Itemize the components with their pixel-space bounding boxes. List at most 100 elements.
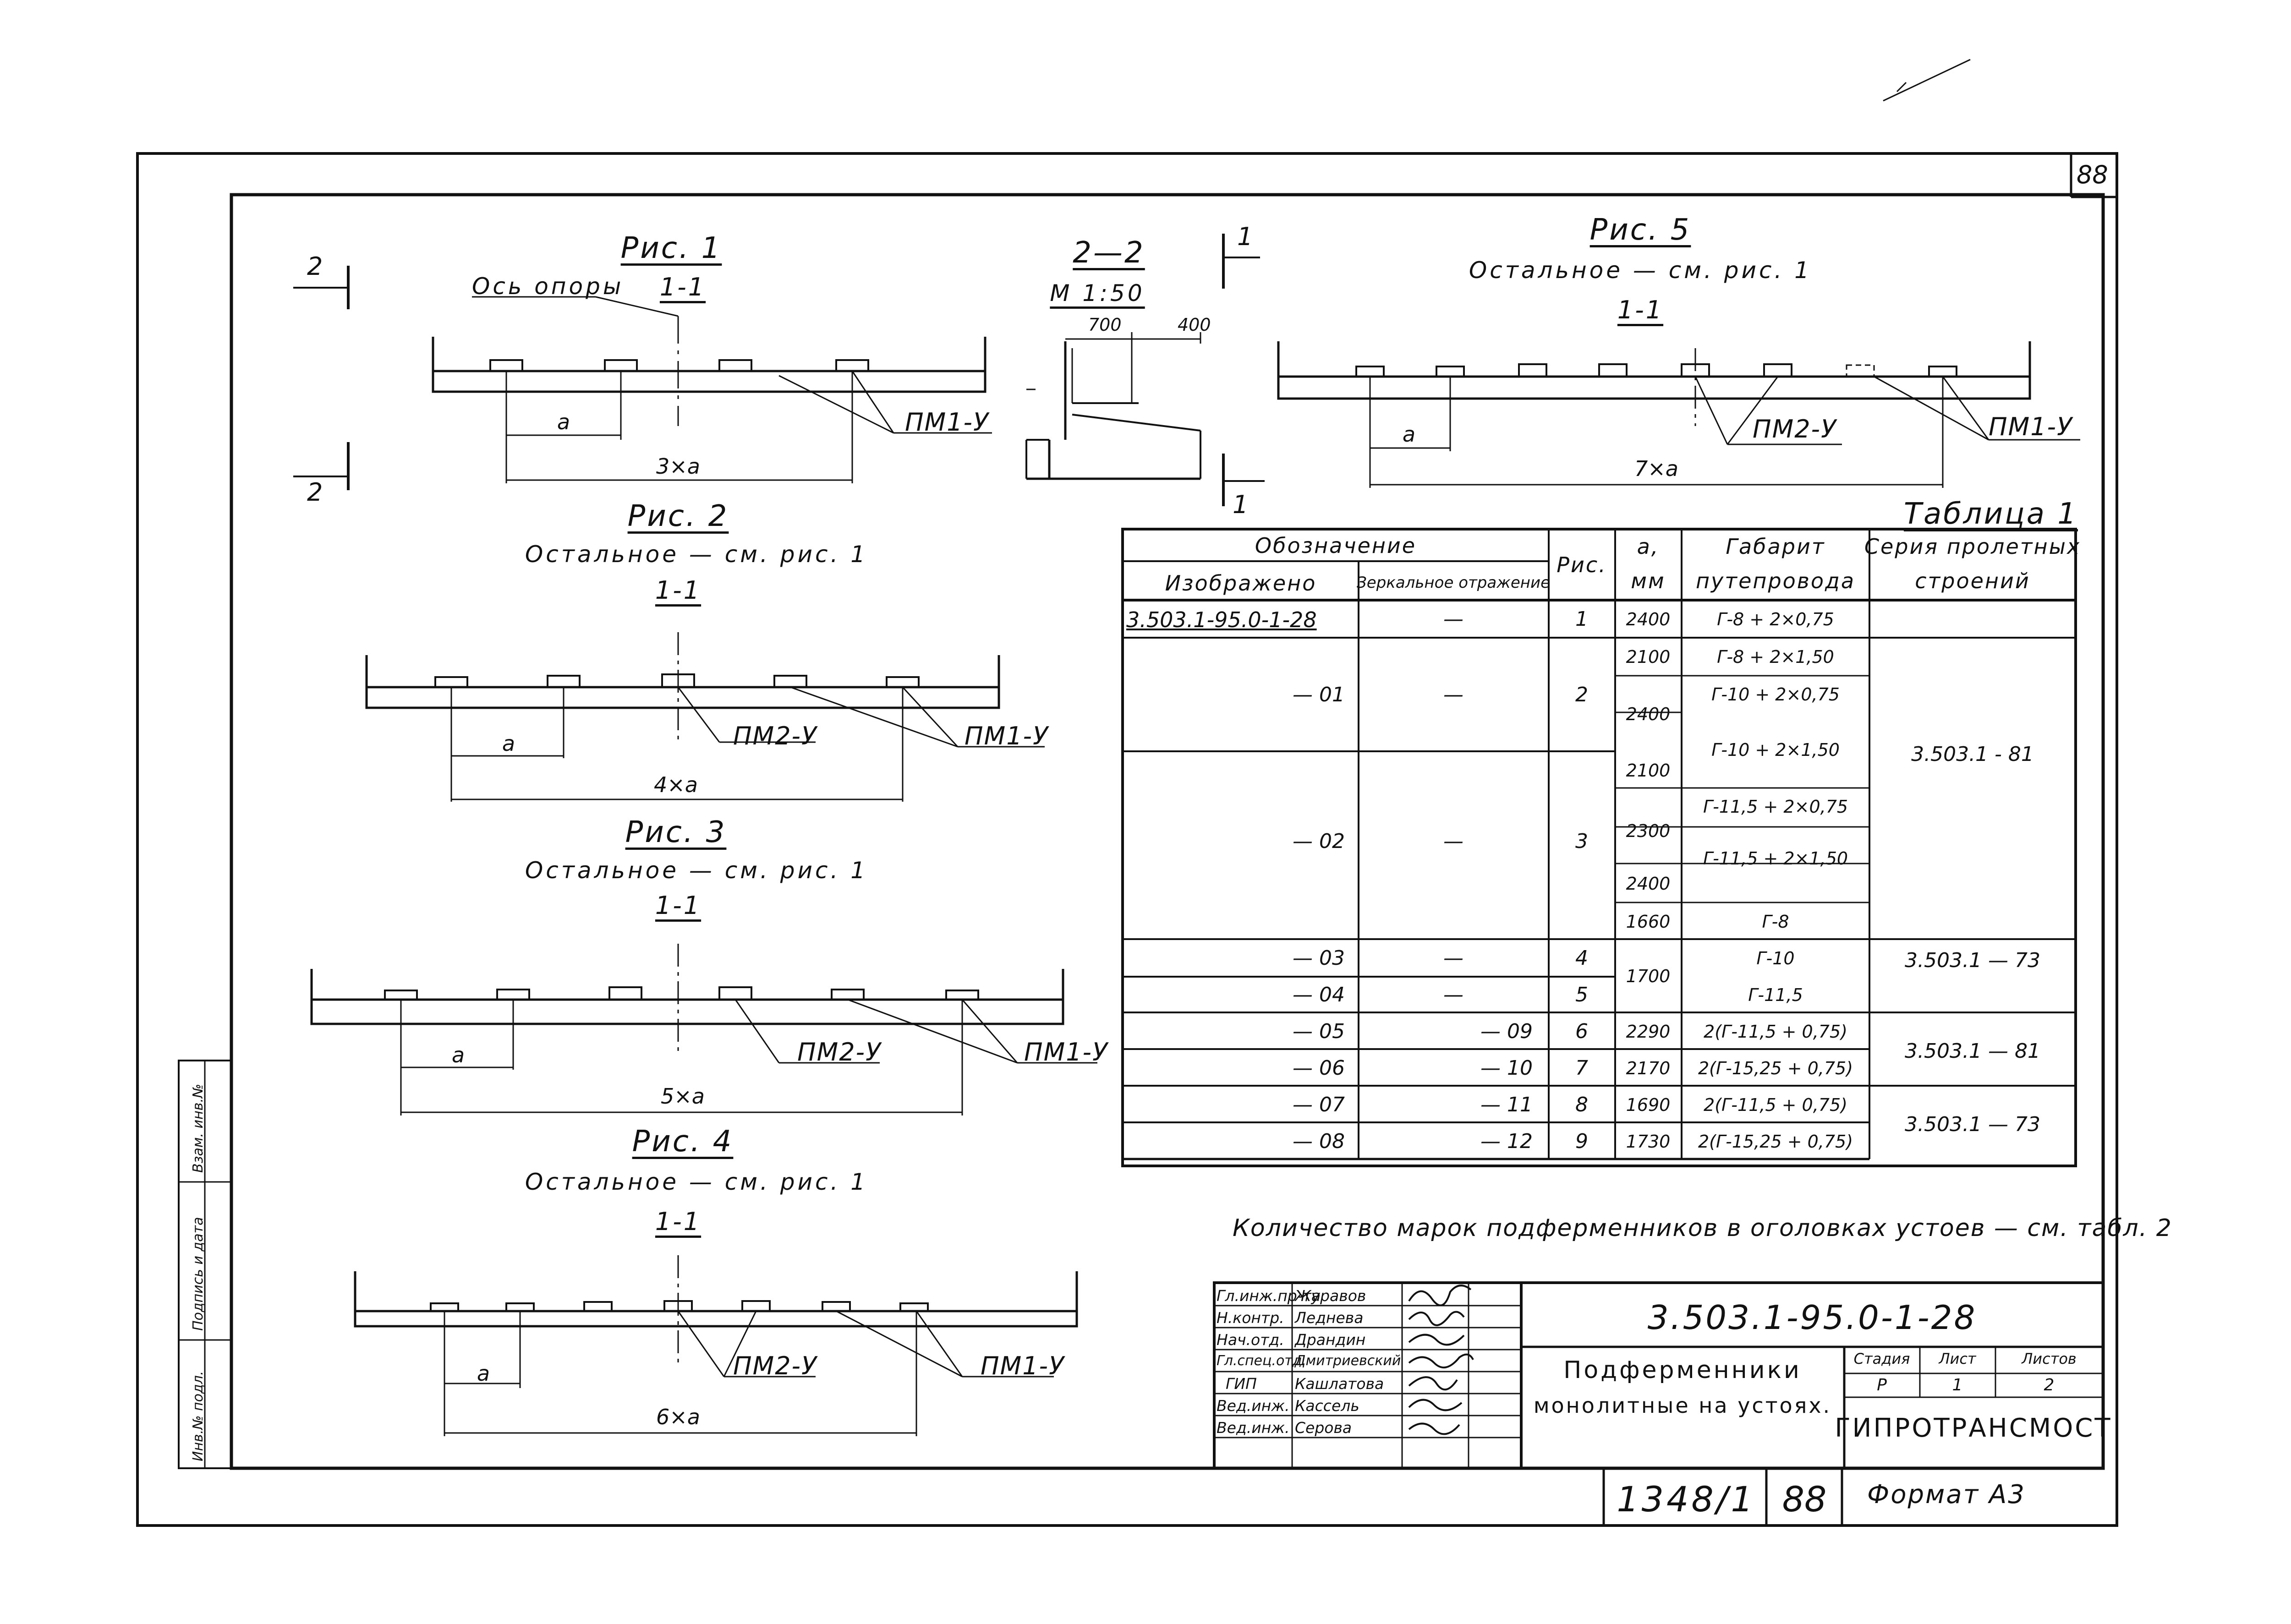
table-cell: 2(Г-11,5 + 0,75) [1704, 1022, 1847, 1042]
table-cell: 3 [1575, 830, 1588, 853]
table-cell: — 03 [1293, 946, 1345, 970]
cut-mark-1-top: 1 [1237, 222, 1254, 251]
page-number: 88 [2077, 160, 2108, 189]
fig5-dim-a: a [1402, 422, 1416, 447]
table-cell: — 12 [1480, 1130, 1533, 1153]
table-cell: 2300 [1626, 821, 1671, 841]
table-cell: 1660 [1626, 912, 1671, 932]
table-cell: — 10 [1480, 1056, 1533, 1080]
table-cell: 6 [1575, 1020, 1588, 1043]
th-series-1: Серия пролетных [1864, 534, 2081, 559]
fig1-section: 1-1 [659, 273, 706, 301]
table-cell: Г-8 + 2×0,75 [1717, 609, 1834, 629]
table-cell: Г-10 [1756, 948, 1795, 968]
table-cell: Г-11,5 + 2×0,75 [1703, 797, 1848, 817]
table-cell: — [1443, 683, 1463, 706]
table-cell: 2290 [1626, 1022, 1671, 1042]
th-a: a, [1637, 534, 1660, 559]
tb-role: ГИП [1226, 1375, 1257, 1393]
table-cell: — 06 [1293, 1056, 1345, 1080]
table-cell: — 09 [1480, 1020, 1533, 1043]
fig1-label-pm1: ПМ1-У [905, 408, 989, 437]
fig3-note: Остальное — см. рис. 1 [525, 857, 868, 884]
table-cell: 1700 [1626, 966, 1671, 986]
th-series-2: строений [1915, 569, 2030, 593]
tb-role: Гл.инж.пр-та [1217, 1287, 1321, 1305]
table-cell: 2100 [1626, 760, 1671, 781]
table-cell: 2(Г-15,25 + 0,75) [1698, 1132, 1853, 1152]
fig4-dim-total: 6×a [656, 1405, 700, 1429]
fig1-title: Рис. 1 [620, 231, 722, 265]
table-cell: — 02 [1293, 830, 1345, 853]
fig2-dim-a: a [502, 731, 515, 756]
table-cell: 3.503.1 — 73 [1905, 1113, 2040, 1136]
tb-role: Н.контр. [1217, 1309, 1284, 1327]
cut-mark-2-bottom: 2 [307, 478, 324, 507]
table-cell: 2400 [1626, 609, 1671, 629]
table-cell: 1 [1575, 607, 1588, 631]
fig5-label-pm2: ПМ2-У [1753, 415, 1837, 443]
table-cell: 2(Г-15,25 + 0,75) [1698, 1058, 1853, 1078]
table-cell: 2170 [1626, 1058, 1671, 1078]
th-gabarit-1: Габарит [1726, 534, 1825, 559]
format-label: Формат А3 [1867, 1480, 2026, 1509]
table-cell: 2400 [1626, 874, 1671, 894]
tb-name: Журавов [1295, 1287, 1366, 1305]
table-cell: 3.503.1 - 81 [1911, 743, 2034, 766]
tb-title-1: Подферменники [1563, 1356, 1802, 1384]
fig2-label-pm1: ПМ1-У [965, 722, 1049, 750]
tb-name: Дмитриевский [1295, 1353, 1401, 1369]
table-cell: — 08 [1293, 1130, 1345, 1153]
cut-mark-2-top: 2 [307, 252, 324, 281]
fig4-section: 1-1 [655, 1207, 702, 1236]
tb-stage: Р [1877, 1376, 1887, 1394]
table-cell: Г-11,5 [1748, 985, 1803, 1005]
table-cell: Г-11,5 + 2×1,50 [1703, 848, 1848, 869]
fig4-label-pm2: ПМ2-У [733, 1351, 817, 1380]
side-stamp-inventory: Инв.№ подл. [190, 1371, 206, 1461]
side-stamp-replaced: Взам. инв.№ [190, 1083, 206, 1173]
tb-sheets-label: Листов [2022, 1350, 2077, 1367]
section22-scale: М 1:50 [1050, 280, 1145, 306]
fig3-label-pm2: ПМ2-У [797, 1038, 882, 1066]
table-cell: — 04 [1293, 983, 1345, 1006]
fig3-section: 1-1 [655, 891, 702, 920]
tb-role: Гл.спец.отд. [1217, 1353, 1307, 1369]
table-cell: — [1443, 983, 1463, 1006]
table-cell: — 05 [1293, 1020, 1345, 1043]
fig5-dim-total: 7×a [1634, 456, 1678, 481]
tb-sheet: 1 [1952, 1376, 1963, 1394]
fig2-note: Остальное — см. рис. 1 [525, 541, 868, 568]
tb-role: Нач.отд. [1217, 1331, 1284, 1349]
fig5-label-pm1: ПМ1-У [1989, 412, 2073, 441]
fig1-dim-total: 3×a [656, 454, 700, 479]
table-cell: 1730 [1626, 1132, 1671, 1152]
tb-name: Леднева [1295, 1309, 1364, 1327]
table-cell: 7 [1575, 1056, 1588, 1080]
fig4-dim-a: a [477, 1361, 490, 1386]
fig3-dim-a: a [451, 1043, 465, 1067]
fig2-section: 1-1 [655, 576, 702, 605]
table-cell: — 11 [1480, 1093, 1533, 1116]
table-cell: Г-10 + 2×0,75 [1711, 684, 1840, 705]
fig5-section: 1-1 [1617, 295, 1664, 324]
fig4-note: Остальное — см. рис. 1 [525, 1169, 868, 1195]
tb-name: Кассель [1295, 1397, 1359, 1415]
table-cell: 9 [1575, 1130, 1588, 1153]
sheet-number: 88 [1782, 1479, 1827, 1520]
table-cell: 8 [1575, 1093, 1588, 1116]
note-text: Количество марок подферменников в оголов… [1233, 1214, 2172, 1242]
fig3-label-pm1: ПМ1-У [1024, 1038, 1108, 1066]
th-a-unit: мм [1631, 569, 1666, 593]
fig3-dim-total: 5×a [661, 1084, 705, 1109]
table-cell: 2400 [1626, 704, 1671, 724]
table-cell: Г-8 [1762, 912, 1789, 932]
table-cell: 1690 [1626, 1095, 1671, 1115]
fig2-title: Рис. 2 [627, 499, 729, 533]
table-cell: 2100 [1626, 647, 1671, 667]
section22-dim-400: 400 [1178, 315, 1211, 335]
table-cell: 2 [1575, 683, 1588, 706]
fig5-note: Остальное — см. рис. 1 [1469, 257, 1812, 284]
fig4-title: Рис. 4 [632, 1125, 734, 1159]
